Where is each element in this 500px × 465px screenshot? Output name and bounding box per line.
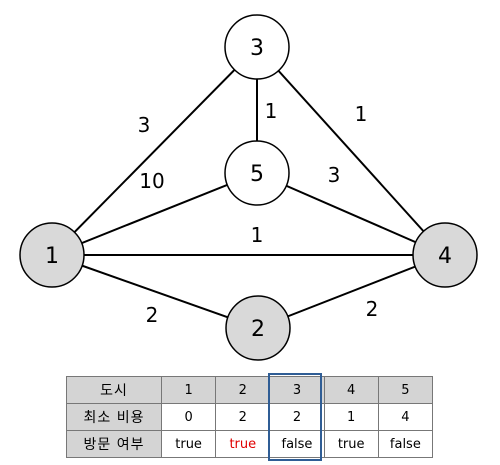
edge-weight-1-5: 10 (139, 169, 164, 193)
city-cell: 4 (323, 376, 379, 404)
edge-weight-3-5: 1 (265, 99, 278, 123)
node-3-label: 3 (250, 36, 264, 61)
visited-cell: false (269, 430, 325, 458)
table-row-city: 도시 1 2 3 4 5 (66, 376, 434, 404)
visited-cell: false (377, 430, 434, 458)
table-row-visited: 방문 여부 true true false true false (66, 430, 434, 458)
cost-cell: 4 (377, 403, 434, 431)
node-2: 2 (225, 295, 291, 361)
edge-2-4 (257, 254, 446, 329)
edge-1-5 (51, 172, 258, 256)
city-cell: 2 (215, 376, 271, 404)
city-cell: 1 (160, 376, 217, 404)
edge-weight-2-4: 2 (366, 297, 379, 321)
node-4-label: 4 (438, 244, 452, 269)
edge-labels: 3 1 1 10 3 1 2 2 (138, 99, 379, 327)
node-3: 3 (224, 14, 290, 80)
edge-5-4 (256, 172, 446, 256)
edge-weight-1-3: 3 (138, 113, 151, 137)
visited-cell: true (160, 430, 217, 458)
edge-1-3 (51, 46, 258, 256)
visited-cell: true (323, 430, 379, 458)
edge-weight-5-4: 3 (328, 163, 341, 187)
dijkstra-table: 도시 1 2 3 4 5 최소 비용 0 2 2 1 4 방문 여부 true … (66, 376, 434, 458)
edge-weight-1-4: 1 (251, 223, 264, 247)
nodes-layer: 3 5 1 4 2 (19, 14, 478, 361)
node-4: 4 (412, 222, 478, 288)
row-header-cost: 최소 비용 (66, 403, 162, 431)
node-1-label: 1 (45, 244, 59, 269)
edge-weight-1-2: 2 (146, 303, 159, 327)
visited-cell-highlighted: true (215, 430, 271, 458)
node-2-label: 2 (251, 317, 265, 342)
edge-weight-3-4: 1 (355, 102, 368, 126)
city-cell: 3 (269, 376, 325, 404)
cost-cell: 1 (323, 403, 379, 431)
node-5-label: 5 (250, 162, 264, 187)
row-header-city: 도시 (66, 376, 162, 404)
edges-layer (51, 46, 446, 329)
table-row-cost: 최소 비용 0 2 2 1 4 (66, 403, 434, 431)
edge-1-2 (51, 254, 259, 329)
cost-cell: 2 (215, 403, 271, 431)
cost-cell: 0 (160, 403, 217, 431)
edge-3-4 (256, 46, 446, 256)
graph-diagram: 3 1 1 10 3 1 2 2 3 5 1 4 2 (19, 14, 478, 361)
city-cell: 5 (377, 376, 434, 404)
node-1: 1 (19, 222, 85, 288)
node-5: 5 (224, 140, 290, 206)
row-header-visited: 방문 여부 (66, 430, 162, 458)
cost-cell: 2 (269, 403, 325, 431)
